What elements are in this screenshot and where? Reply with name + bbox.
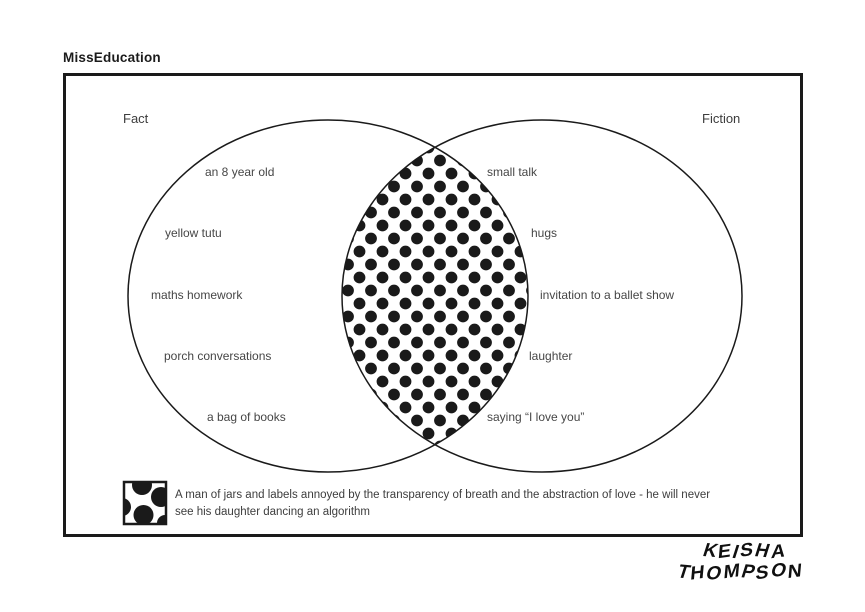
legend-text-line2: see his daughter dancing an algorithm — [175, 505, 370, 518]
venn-diagram — [122, 119, 743, 526]
fiction-label: Fiction — [702, 111, 741, 126]
legend-text: A man of jars and labels annoyed by the … — [175, 487, 755, 520]
fact-item: a bag of books — [207, 410, 286, 424]
artist-signature: KEISHA THOMPSON — [650, 539, 835, 586]
fact-item: an 8 year old — [205, 165, 275, 179]
fact-item: porch conversations — [164, 349, 272, 363]
polka-dot-swatch-icon — [122, 480, 168, 526]
fact-circle — [127, 119, 529, 473]
fiction-item: small talk — [487, 165, 538, 179]
page-title: MissEducation — [63, 50, 161, 65]
fact-label: Fact — [123, 111, 149, 126]
fact-item: maths homework — [151, 288, 243, 302]
legend-text-line1: A man of jars and labels annoyed by the … — [175, 489, 711, 501]
fact-item: yellow tutu — [165, 226, 222, 240]
fiction-item: invitation to a ballet show — [540, 288, 675, 302]
venn-intersection-pattern — [342, 120, 528, 472]
fiction-circle — [341, 119, 743, 473]
signature-line2: THOMPSON — [674, 559, 805, 586]
fiction-item: laughter — [529, 349, 573, 363]
fiction-item: saying “I love you” — [487, 410, 585, 424]
fiction-item: hugs — [531, 226, 558, 240]
venn-frame — [63, 73, 803, 537]
